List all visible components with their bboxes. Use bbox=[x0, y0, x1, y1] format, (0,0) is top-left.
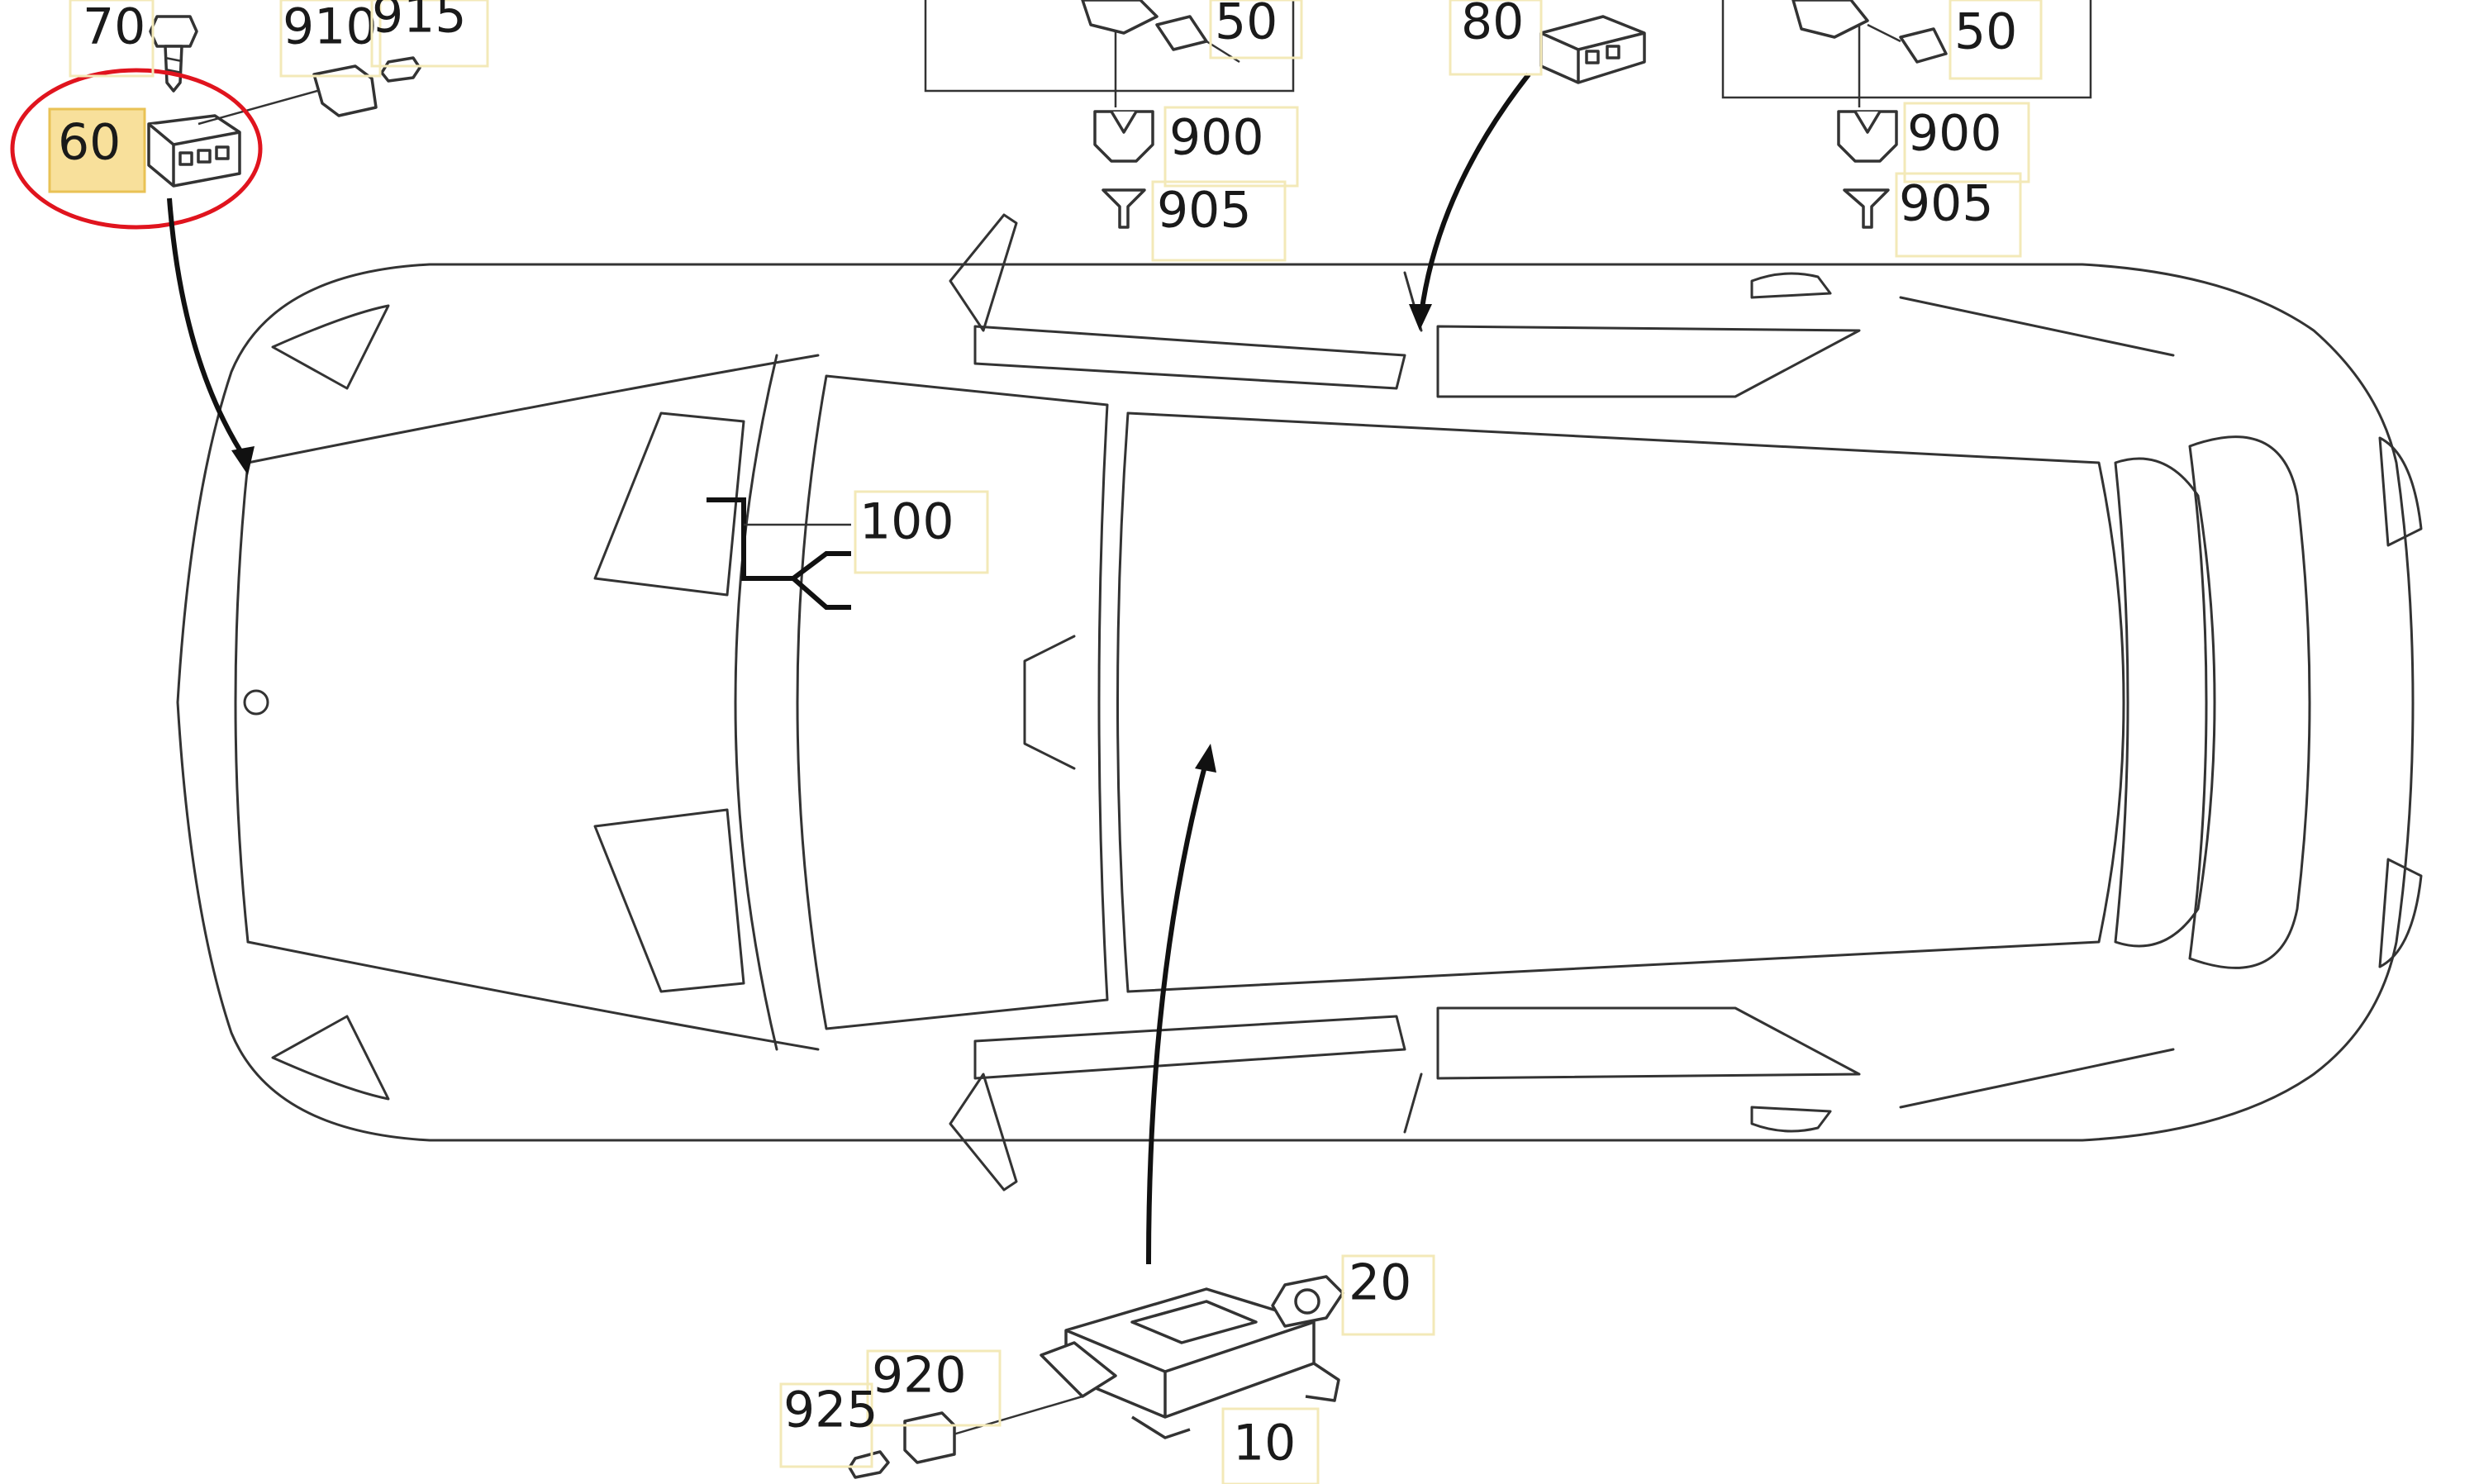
callout-905b-label: 905 bbox=[1899, 175, 1994, 233]
callout-50b[interactable]: 50 bbox=[1948, 0, 2043, 80]
part-20-nut-icon bbox=[1271, 1275, 1344, 1328]
callout-60-label: 60 bbox=[58, 114, 121, 172]
callout-900b[interactable]: 900 bbox=[1903, 102, 2030, 183]
part-80-sensor-icon bbox=[1539, 15, 1646, 84]
arrow-60-to-front bbox=[167, 197, 255, 475]
callout-915[interactable]: 915 bbox=[370, 0, 489, 68]
callout-900b-label: 900 bbox=[1907, 105, 2002, 163]
callout-905a-label: 905 bbox=[1157, 182, 1252, 240]
part-920-connector-icon bbox=[903, 1411, 956, 1464]
callout-50a[interactable]: 50 bbox=[1209, 0, 1303, 59]
bracket-group-right bbox=[1721, 0, 2092, 107]
callout-60[interactable]: 60 bbox=[48, 107, 146, 193]
callout-920-label: 920 bbox=[872, 1347, 967, 1405]
callout-925[interactable]: 925 bbox=[779, 1382, 878, 1468]
part-10-control-unit-icon bbox=[1040, 1287, 1340, 1439]
vehicle-outline bbox=[176, 213, 2423, 1191]
part-915-clip-icon bbox=[380, 56, 421, 83]
part-60-sensor-icon bbox=[147, 114, 241, 188]
callout-10-label: 10 bbox=[1233, 1415, 1296, 1472]
callout-900a[interactable]: 900 bbox=[1163, 106, 1299, 188]
callout-915-label: 915 bbox=[372, 0, 467, 45]
callout-50b-label: 50 bbox=[1954, 3, 2017, 61]
arrow-10-to-cabin bbox=[1146, 744, 1216, 1265]
callout-80[interactable]: 80 bbox=[1449, 0, 1543, 76]
part-900-plug-icon-a bbox=[1093, 110, 1154, 163]
callout-900a-label: 900 bbox=[1169, 109, 1264, 167]
part-920-lead-line bbox=[941, 1395, 1083, 1439]
part-70-bolt-icon bbox=[149, 15, 198, 93]
callout-920[interactable]: 920 bbox=[866, 1347, 1002, 1427]
callout-910[interactable]: 910 bbox=[279, 0, 382, 78]
arrow-80-to-pillar bbox=[1409, 73, 1531, 331]
callout-10[interactable]: 10 bbox=[1221, 1407, 1320, 1484]
callout-100[interactable]: 100 bbox=[854, 490, 989, 574]
part-905-clip-icon-a bbox=[1102, 188, 1146, 229]
callout-80-label: 80 bbox=[1461, 0, 1524, 51]
callout-20[interactable]: 20 bbox=[1341, 1254, 1435, 1336]
callout-910-label: 910 bbox=[283, 0, 378, 56]
callout-925-label: 925 bbox=[783, 1382, 878, 1439]
part-900-plug-icon-b bbox=[1837, 110, 1898, 163]
callout-905a[interactable]: 905 bbox=[1151, 180, 1287, 262]
part-100-wiring-harness-icon bbox=[707, 497, 851, 610]
part-905-clip-icon-b bbox=[1843, 188, 1890, 229]
callout-70[interactable]: 70 bbox=[69, 0, 155, 78]
callout-20-label: 20 bbox=[1349, 1254, 1411, 1312]
part-910-connector-icon bbox=[312, 64, 378, 117]
selection-ring bbox=[10, 68, 263, 230]
callout-100-label: 100 bbox=[859, 493, 954, 551]
callout-905b[interactable]: 905 bbox=[1895, 172, 2022, 258]
callout-70-label: 70 bbox=[83, 0, 145, 56]
callout-50a-label: 50 bbox=[1215, 0, 1278, 51]
part-50-sensor-icon-b bbox=[1791, 0, 1948, 64]
part-925-clip-icon bbox=[848, 1450, 890, 1479]
